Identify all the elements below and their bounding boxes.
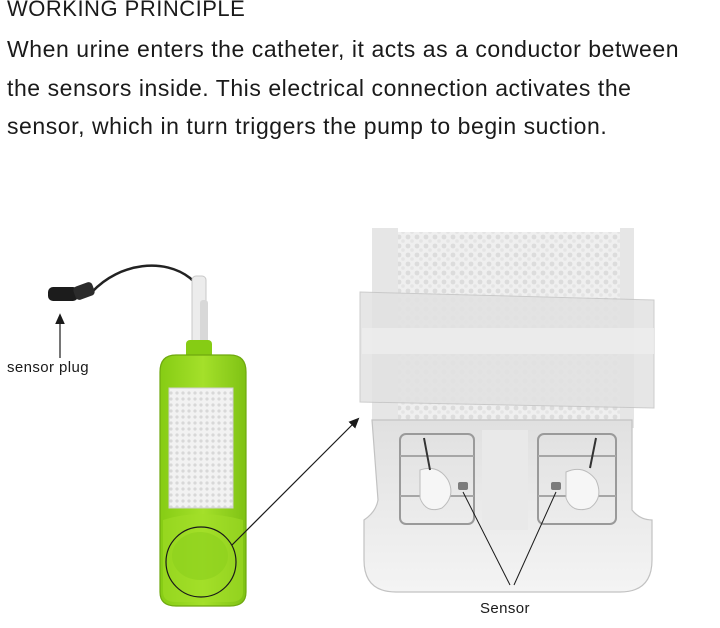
zoom-circle xyxy=(165,526,237,598)
left-sensor-contact xyxy=(458,482,468,490)
sensor-cable xyxy=(91,264,207,319)
magnified-sensor-view xyxy=(359,228,655,596)
sensor-plug-label: sensor plug xyxy=(7,359,89,376)
sensor-label: Sensor xyxy=(480,600,530,617)
section-heading: WORKING PRINCIPLE xyxy=(7,0,246,21)
green-collector-device xyxy=(159,340,247,607)
right-sensor-contact xyxy=(551,482,561,490)
catheter-tube xyxy=(191,275,208,351)
sensor-callout-lines xyxy=(462,491,557,586)
working-principle-text: When urine enters the catheter, it acts … xyxy=(7,36,680,139)
sensor-plug-connector xyxy=(48,282,95,301)
zoom-pointer-line xyxy=(231,417,360,546)
